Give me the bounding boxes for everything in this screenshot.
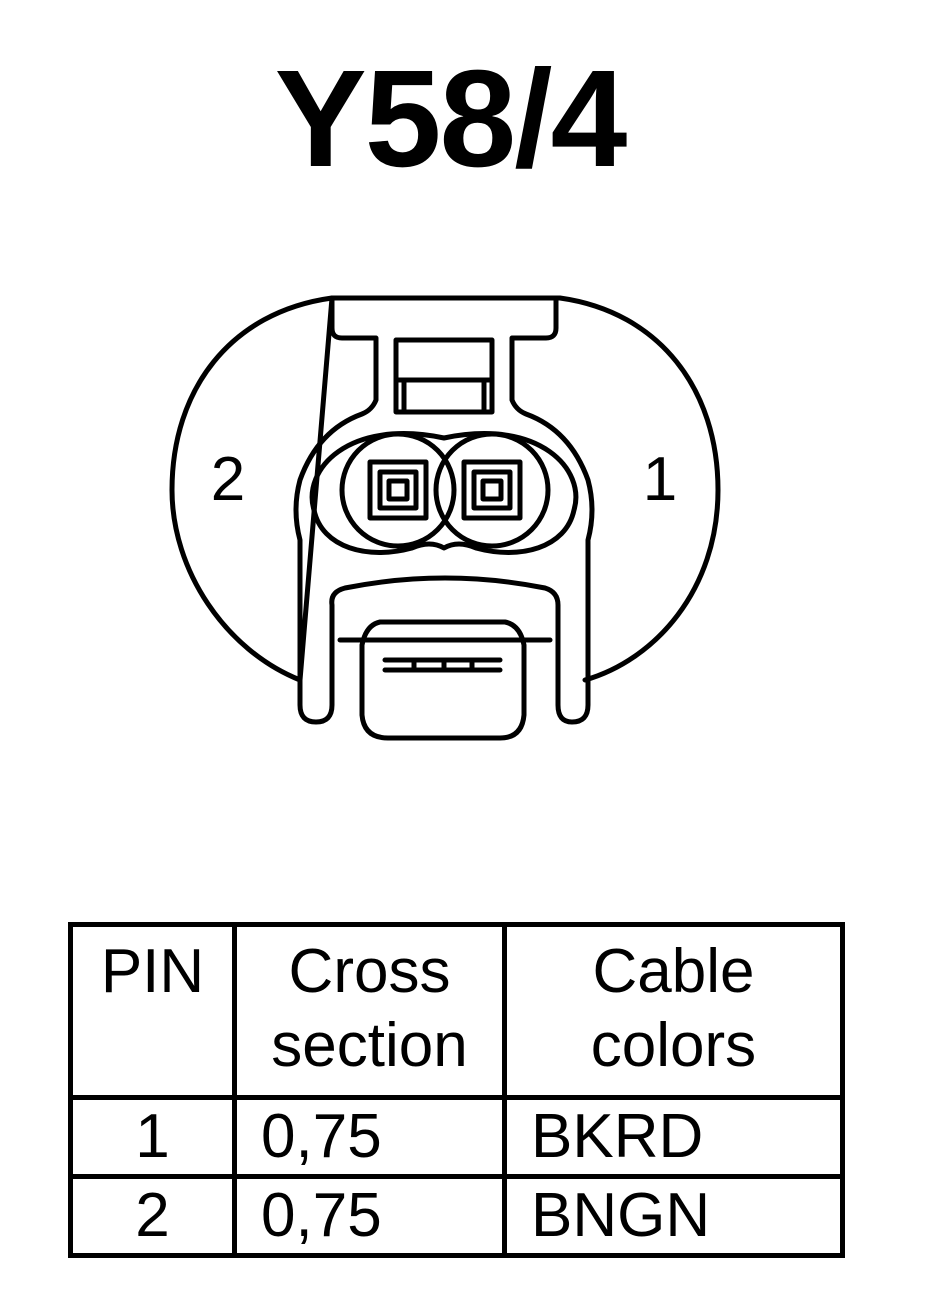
table-header-row: PIN Cross section Cable colors — [68, 922, 845, 1100]
cell-cross-section: 0,75 — [232, 1095, 507, 1179]
pin-assignment-table: PIN Cross section Cable colors 1 0,75 BK… — [68, 922, 845, 1258]
header-cable-colors-line-1: Cable — [592, 937, 755, 1006]
cell-cross-section: 0,75 — [232, 1174, 507, 1258]
pin-2-terminal-outer — [367, 459, 429, 521]
header-cross-section: Cross section — [232, 922, 507, 1100]
bottom-key — [359, 619, 527, 741]
pin-cavity-outline — [309, 431, 579, 555]
header-pin: PIN — [68, 922, 237, 1100]
pin-2-terminal-core — [386, 478, 410, 502]
header-cross-section-line-1: Cross — [288, 937, 451, 1006]
table-row: 2 0,75 BNGN — [68, 1174, 845, 1258]
latch-window — [393, 337, 495, 415]
cell-cable-color: BNGN — [502, 1174, 845, 1258]
pin-label-right: 1 — [643, 445, 677, 514]
pin-label-left: 2 — [211, 445, 245, 514]
pin-1-terminal-outer — [461, 459, 523, 521]
header-cross-section-line-2: section — [271, 1011, 468, 1080]
connector-diagram: 2 1 — [169, 295, 721, 741]
pin-2-terminal-inner — [377, 469, 419, 511]
header-pin-label: PIN — [100, 937, 205, 1006]
locking-tab — [293, 295, 595, 725]
cell-pin: 2 — [68, 1174, 237, 1258]
connector-housing-outline — [169, 295, 721, 683]
pin-1-terminal-core — [480, 478, 504, 502]
table-row: 1 0,75 BKRD — [68, 1095, 845, 1179]
pin-1-terminal-inner — [471, 469, 513, 511]
header-cable-colors-line-2: colors — [590, 1011, 757, 1080]
cell-pin: 1 — [68, 1095, 237, 1179]
pin-1-socket — [433, 431, 551, 549]
cell-cable-color: BKRD — [502, 1095, 845, 1179]
bottom-key-teeth — [382, 657, 503, 673]
connector-title: Y58/4 — [274, 42, 628, 196]
header-cable-colors: Cable colors — [502, 922, 845, 1100]
pin-2-socket — [339, 431, 457, 549]
